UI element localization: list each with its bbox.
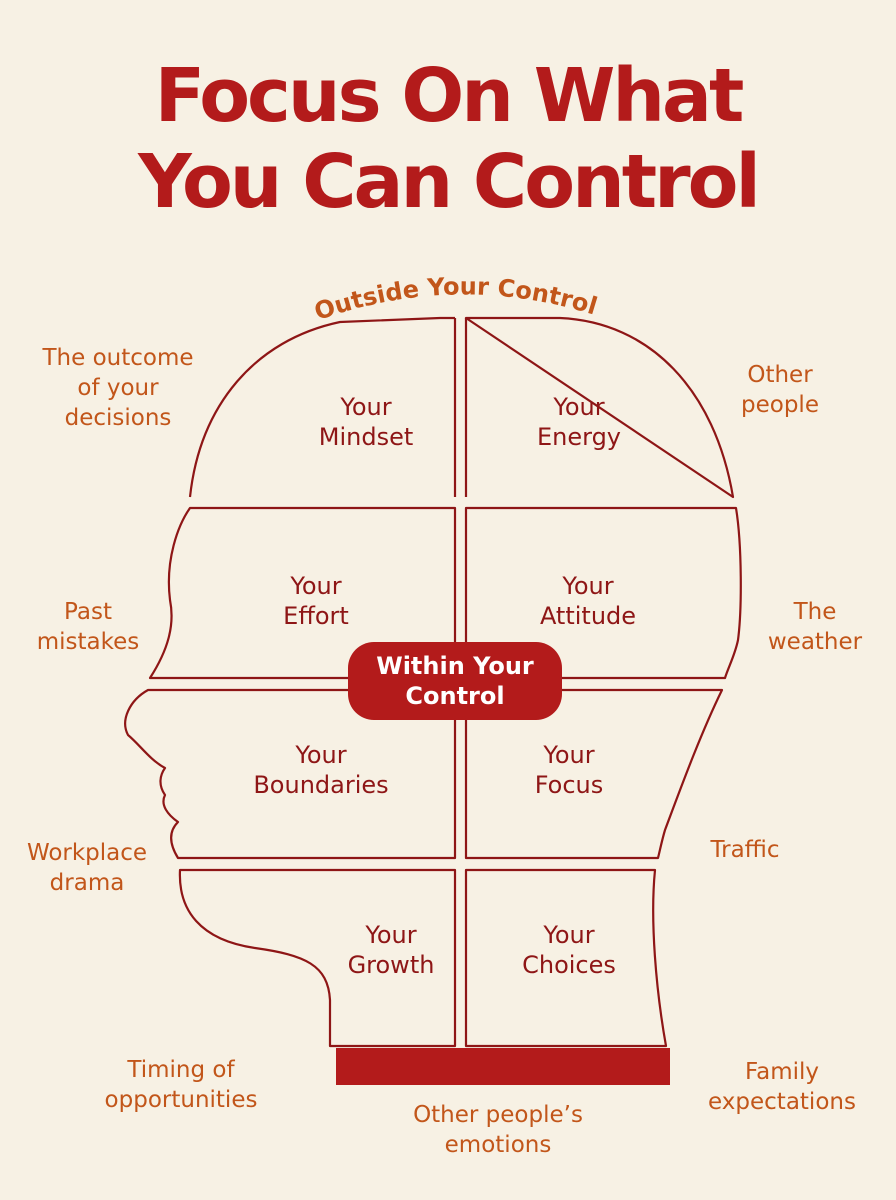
head-row-brow xyxy=(148,506,457,680)
title-line-1: Focus On What xyxy=(154,53,745,139)
head-dome xyxy=(188,316,735,499)
title-line-2: You Can Control xyxy=(138,139,761,225)
neck-base-bar xyxy=(336,1048,670,1085)
head-row-neck xyxy=(178,868,457,1048)
outside-traffic: Traffic xyxy=(710,837,780,863)
within-control-badge: Within Your Control xyxy=(348,642,562,720)
head-row-face xyxy=(124,688,457,860)
